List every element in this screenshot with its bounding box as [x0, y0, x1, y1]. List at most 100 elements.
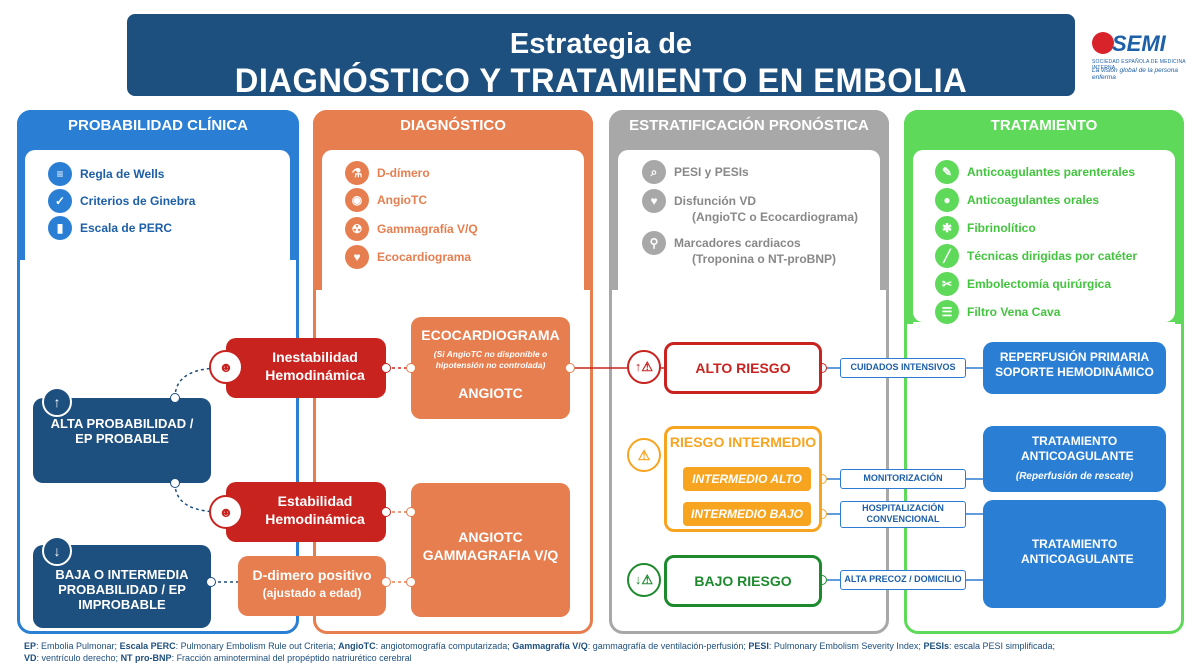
node-angio-left-top	[406, 507, 416, 517]
logo-dot	[1092, 32, 1114, 54]
checklist-icon: ✓	[48, 189, 72, 213]
eco-angio: ANGIOTC	[458, 385, 523, 401]
abbr-perc: Escala PERC	[119, 641, 176, 651]
trat-rescate-label: (Reperfusión de rescate)	[1015, 471, 1134, 482]
alto-riesgo-badge: ↑⚠	[627, 350, 661, 384]
estabilidad-label: Estabilidad Hemodinámica	[265, 493, 365, 527]
node-eco-left	[406, 363, 416, 373]
semi-logo: SEMI SOCIEDAD ESPAÑOLA DE MEDICINA INTER…	[1090, 28, 1190, 88]
bajo-riesgo-badge: ↓⚠	[627, 563, 661, 597]
node-baja-right	[206, 577, 216, 587]
item-wells-label: Regla de Wells	[80, 167, 165, 181]
ddimero-sub: (ajustado a edad)	[262, 586, 362, 600]
arrow-down-icon: ↓	[53, 543, 61, 559]
item-embolectomia: ✂ Embolectomía quirúrgica	[935, 272, 1111, 296]
node-eco-right	[565, 363, 575, 373]
footer-line-1: EP: Embolia Pulmonar; Escala PERC: Pulmo…	[24, 640, 1184, 652]
item-ginebra: ✓ Criterios de Ginebra	[48, 189, 195, 213]
microscope-icon: ◉	[345, 188, 369, 212]
alta-probabilidad-label: ALTA PROBABILIDAD / EP PROBABLE	[50, 416, 194, 446]
logo-subtitle: SOCIEDAD ESPAÑOLA DE MEDICINA INTERNA	[1092, 59, 1186, 71]
item-pesi: ⌕ PESI y PESIs	[642, 160, 749, 184]
vial-icon: ✱	[935, 216, 959, 240]
arrow-down-badge: ↓	[42, 536, 72, 566]
arrow-up-icon: ↑	[53, 394, 61, 410]
ecocardiograma-box: ECOCARDIOGRAMA (Si AngioTC no disponible…	[411, 317, 570, 419]
item-perc: ▮ Escala de PERC	[48, 216, 172, 240]
node-alta-top	[170, 393, 180, 403]
node-estable-right	[381, 507, 391, 517]
item-fibrinolitico-label: Fibrinolítico	[967, 221, 1036, 235]
chart-icon: ▮	[48, 216, 72, 240]
item-angiotc-label: AngioTC	[377, 193, 427, 207]
search-icon: ⌕	[642, 160, 666, 184]
item-orales-label: Anticoagulantes orales	[967, 193, 1100, 207]
item-cateter: ╱ Técnicas dirigidas por catéter	[935, 244, 1137, 268]
node-angio-left-bottom	[406, 577, 416, 587]
item-orales: ● Anticoagulantes orales	[935, 188, 1099, 212]
column-tratamiento-title: TRATAMIENTO	[904, 110, 1184, 142]
location-pin-icon: ⚲	[642, 231, 666, 255]
baja-probabilidad-label: BAJA O INTERMEDIA PROBABILIDAD / EP IMPR…	[55, 567, 189, 612]
item-marcadores-label: Marcadores cardiacos	[674, 236, 801, 250]
angio-gamma-box: ANGIOTC GAMMAGRAFIA V/Q	[411, 483, 570, 617]
pill-icon: ●	[935, 188, 959, 212]
item-wells: ≡ Regla de Wells	[48, 162, 164, 186]
reperfusion-box: REPERFUSIÓN PRIMARIA SOPORTE HEMODINÁMIC…	[983, 342, 1166, 394]
item-disfuncion-label: Disfunción VD	[674, 194, 757, 208]
column-probabilidad-title: PROBABILIDAD CLÍNICA	[17, 110, 299, 142]
abbr-angiotc: AngioTC	[338, 641, 376, 651]
item-ddimero: ⚗ D-dímero	[345, 161, 430, 185]
footer-line-2: VD: ventrículo derecho; NT pro-BNP: Frac…	[24, 652, 1184, 664]
abbr-pesis: PESIs	[923, 641, 949, 651]
eco-note: (Si AngioTC no disponible o hipotensión …	[433, 349, 548, 370]
syringe-icon: ✎	[935, 160, 959, 184]
def-perc: : Pulmonary Embolism Rule out Criteria;	[175, 641, 339, 651]
riesgo-intermedio-badge: ⚠	[627, 438, 661, 472]
estabilidad-box: Estabilidad Hemodinámica	[226, 482, 386, 542]
item-ecocardiograma: ♥ Ecocardiograma	[345, 245, 471, 269]
warning-icon: ⚠	[637, 446, 651, 463]
ddimero-box: D-dimero positivo (ajustado a edad)	[238, 556, 386, 616]
def-pesi: : Pulmonary Embolism Severity Index;	[768, 641, 924, 651]
scalpel-icon: ✂	[935, 272, 959, 296]
item-marcadores-sub: (Troponina o NT-proBNP)	[692, 252, 836, 266]
def-gammagrafia: : gammagrafía de ventilación-perfusión;	[587, 641, 749, 651]
item-disfuncion: ♥ Disfunción VD	[642, 189, 756, 213]
abbr-ntprobnp: NT pro-BNP	[120, 653, 172, 663]
title-banner: Estrategia de DIAGNÓSTICO Y TRATAMIENTO …	[127, 14, 1075, 139]
trat-anticoag-label: TRATAMIENTO ANTICOAGULANTE	[1021, 434, 1134, 463]
angio-gamma-label: ANGIOTC GAMMAGRAFIA V/Q	[422, 529, 559, 563]
bajo-riesgo-label: BAJO RIESGO	[694, 573, 792, 589]
item-gammagrafia-label: Gammagrafía V/Q	[377, 222, 478, 236]
trat-anticoag2-label: TRATAMIENTO ANTICOAGULANTE	[1021, 537, 1134, 566]
radiation-icon: ☢	[345, 217, 369, 241]
item-filtro-label: Filtro Vena Cava	[967, 305, 1061, 319]
item-ddimero-label: D-dímero	[377, 166, 430, 180]
monitorizacion-tag: MONITORIZACIÓN	[840, 469, 966, 489]
cuidados-intensivos-tag: CUIDADOS INTENSIVOS	[840, 358, 966, 378]
alto-riesgo-box: ALTO RIESGO	[664, 342, 822, 394]
def-ntprobnp: : Fracción aminoterminal del propéptido …	[171, 653, 412, 663]
node-ddimero-right	[381, 577, 391, 587]
people-icon: ☻	[218, 359, 234, 375]
flask-icon: ⚗	[345, 161, 369, 185]
hospitalizacion-tag: HOSPITALIZACIÓN CONVENCIONAL	[840, 501, 966, 528]
item-embolectomia-label: Embolectomía quirúrgica	[967, 277, 1112, 291]
alta-precoz-tag: ALTA PRECOZ / DOMICILIO	[840, 570, 966, 590]
abbr-vd: VD	[24, 653, 37, 663]
reperfusion-label: REPERFUSIÓN PRIMARIA SOPORTE HEMODINÁMIC…	[995, 350, 1154, 379]
warning-icon: ↑⚠	[634, 359, 654, 374]
eco-title: ECOCARDIOGRAMA	[421, 327, 560, 343]
abbr-gammagrafia: Gammagrafía V/Q	[512, 641, 588, 651]
catheter-icon: ╱	[935, 244, 959, 268]
item-gammagrafia: ☢ Gammagrafía V/Q	[345, 217, 478, 241]
item-ecocardiograma-label: Ecocardiograma	[377, 250, 472, 264]
item-parenterales-label: Anticoagulantes parenterales	[967, 165, 1136, 179]
inestable-icon-badge: ☻	[209, 350, 243, 384]
list-icon: ≡	[48, 162, 72, 186]
item-fibrinolitico: ✱ Fibrinolítico	[935, 216, 1036, 240]
item-angiotc: ◉ AngioTC	[345, 188, 427, 212]
warning-icon: ↓⚠	[634, 572, 654, 587]
trat-anticoag-rescate-box: TRATAMIENTO ANTICOAGULANTE (Reperfusión …	[983, 426, 1166, 492]
